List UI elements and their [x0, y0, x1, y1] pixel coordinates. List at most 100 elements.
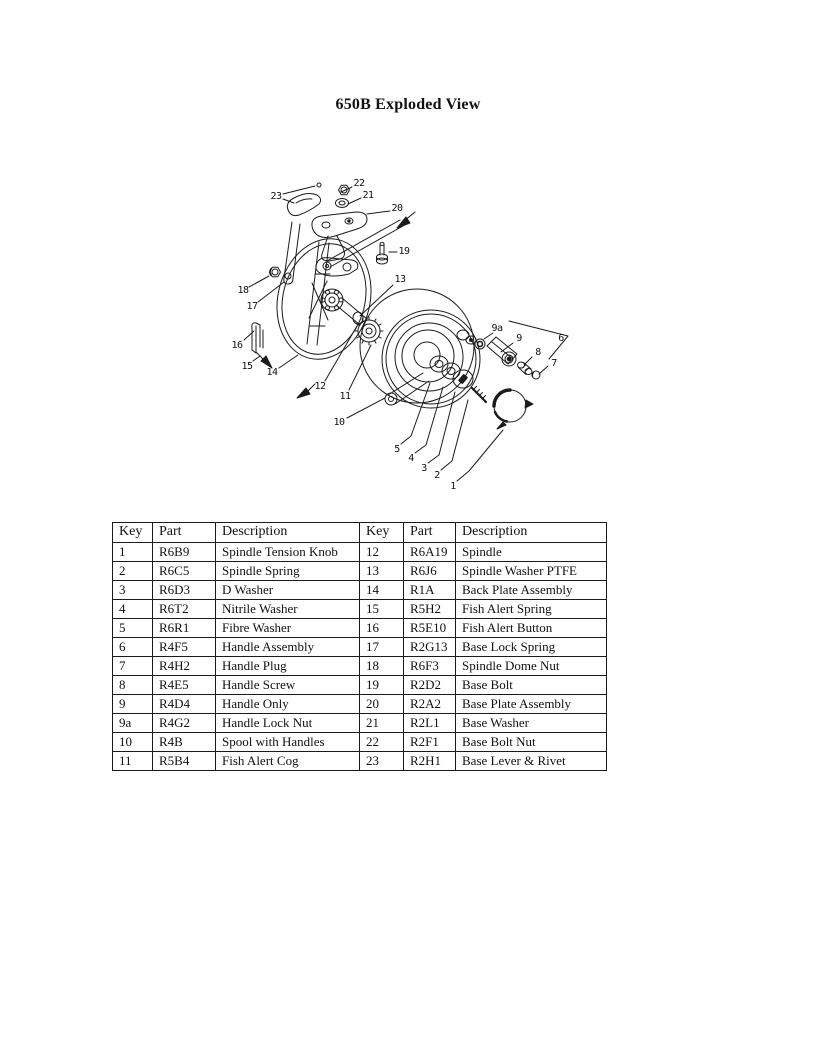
cell-key: 20 [359, 694, 404, 714]
cell-part: R5E10 [403, 618, 456, 638]
cell-key: 22 [359, 732, 404, 752]
callout-6: 6 [558, 333, 564, 344]
callout-16: 16 [231, 340, 243, 351]
cell-part: R1A [403, 580, 456, 600]
cell-description: Base Bolt Nut [455, 732, 607, 752]
cell-key: 4 [112, 599, 153, 619]
callout-1: 1 [450, 481, 456, 492]
cell-key: 9a [112, 713, 153, 733]
cell-part: R4E5 [152, 675, 216, 695]
cell-description: Nitrile Washer [215, 599, 360, 619]
cell-description: Base Lock Spring [455, 637, 607, 657]
cell-description: Handle Screw [215, 675, 360, 695]
cell-key: 3 [112, 580, 153, 600]
callout-17: 17 [246, 301, 258, 312]
cell-description: Spindle Tension Knob [215, 542, 360, 562]
cell-part: R2G13 [403, 637, 456, 657]
cell-part: R5B4 [152, 751, 216, 771]
cell-key: 19 [359, 675, 404, 695]
cell-description: Handle Lock Nut [215, 713, 360, 733]
cell-key: 14 [359, 580, 404, 600]
cell-description: Base Lever & Rivet [455, 751, 607, 771]
cell-part: R6J6 [403, 561, 456, 581]
exploded-view-figure: 1 2 3 4 5 6 7 8 9 9a 10 11 12 13 14 15 1… [230, 168, 580, 500]
cell-part: R6F3 [403, 656, 456, 676]
cell-part: R4D4 [152, 694, 216, 714]
cell-key: 2 [112, 561, 153, 581]
cell-key: 12 [359, 542, 404, 562]
callout-9a: 9a [491, 323, 503, 334]
callout-14: 14 [266, 367, 278, 378]
washer-stack-drawing [429, 355, 474, 389]
cell-description: Spindle [455, 542, 607, 562]
cell-key: 21 [359, 713, 404, 733]
cell-part: R6B9 [152, 542, 216, 562]
callout-5: 5 [394, 444, 400, 455]
cell-part: R4B [152, 732, 216, 752]
cell-part: R4H2 [152, 656, 216, 676]
cell-key: 9 [112, 694, 153, 714]
callout-21: 21 [362, 190, 374, 201]
cell-description: Fish Alert Spring [455, 599, 607, 619]
cell-part: R2A2 [403, 694, 456, 714]
cell-key: 1 [112, 542, 153, 562]
callout-15: 15 [241, 361, 253, 372]
cell-part: R5H2 [403, 599, 456, 619]
pointer-arrows [255, 211, 416, 399]
cell-part: R6C5 [152, 561, 216, 581]
cell-description: Handle Assembly [215, 637, 360, 657]
cell-part: R2H1 [403, 751, 456, 771]
cell-description: Base Plate Assembly [455, 694, 607, 714]
cell-key: 10 [112, 732, 153, 752]
handle-assembly-drawing [474, 336, 541, 380]
leader-lines [243, 185, 569, 482]
header-part: Part [152, 522, 216, 543]
base-plate-drawing [286, 182, 404, 277]
cell-key: 17 [359, 637, 404, 657]
spindle-spring-drawing [470, 386, 488, 404]
left-parts-drawing [251, 221, 301, 354]
cell-description: Fish Alert Cog [215, 751, 360, 771]
callout-20: 20 [391, 203, 403, 214]
callout-10: 10 [333, 417, 345, 428]
cell-key: 13 [359, 561, 404, 581]
cell-description: Fish Alert Button [455, 618, 607, 638]
callout-3: 3 [421, 463, 427, 474]
reel-drawing [243, 182, 569, 482]
callout-9: 9 [516, 333, 522, 344]
cell-part: R6R1 [152, 618, 216, 638]
cell-description: Base Bolt [455, 675, 607, 695]
cell-description: Spool with Handles [215, 732, 360, 752]
cell-part: R2F1 [403, 732, 456, 752]
callout-4: 4 [408, 453, 414, 464]
spool-drawing [359, 288, 481, 409]
header-part: Part [403, 522, 456, 543]
callout-23: 23 [270, 191, 282, 202]
cell-description: Spindle Dome Nut [455, 656, 607, 676]
callout-2: 2 [434, 470, 440, 481]
cell-key: 15 [359, 599, 404, 619]
cell-part: R2D2 [403, 675, 456, 695]
cell-description: Fibre Washer [215, 618, 360, 638]
cell-part: R6T2 [152, 599, 216, 619]
cell-key: 18 [359, 656, 404, 676]
header-description: Description [455, 522, 607, 543]
cell-part: R4G2 [152, 713, 216, 733]
cell-key: 16 [359, 618, 404, 638]
cell-key: 11 [112, 751, 153, 771]
header-description: Description [215, 522, 360, 543]
cell-description: Spindle Spring [215, 561, 360, 581]
callout-22: 22 [353, 178, 365, 189]
callout-12: 12 [314, 381, 326, 392]
cell-key: 23 [359, 751, 404, 771]
back-plate-drawing [276, 238, 384, 360]
